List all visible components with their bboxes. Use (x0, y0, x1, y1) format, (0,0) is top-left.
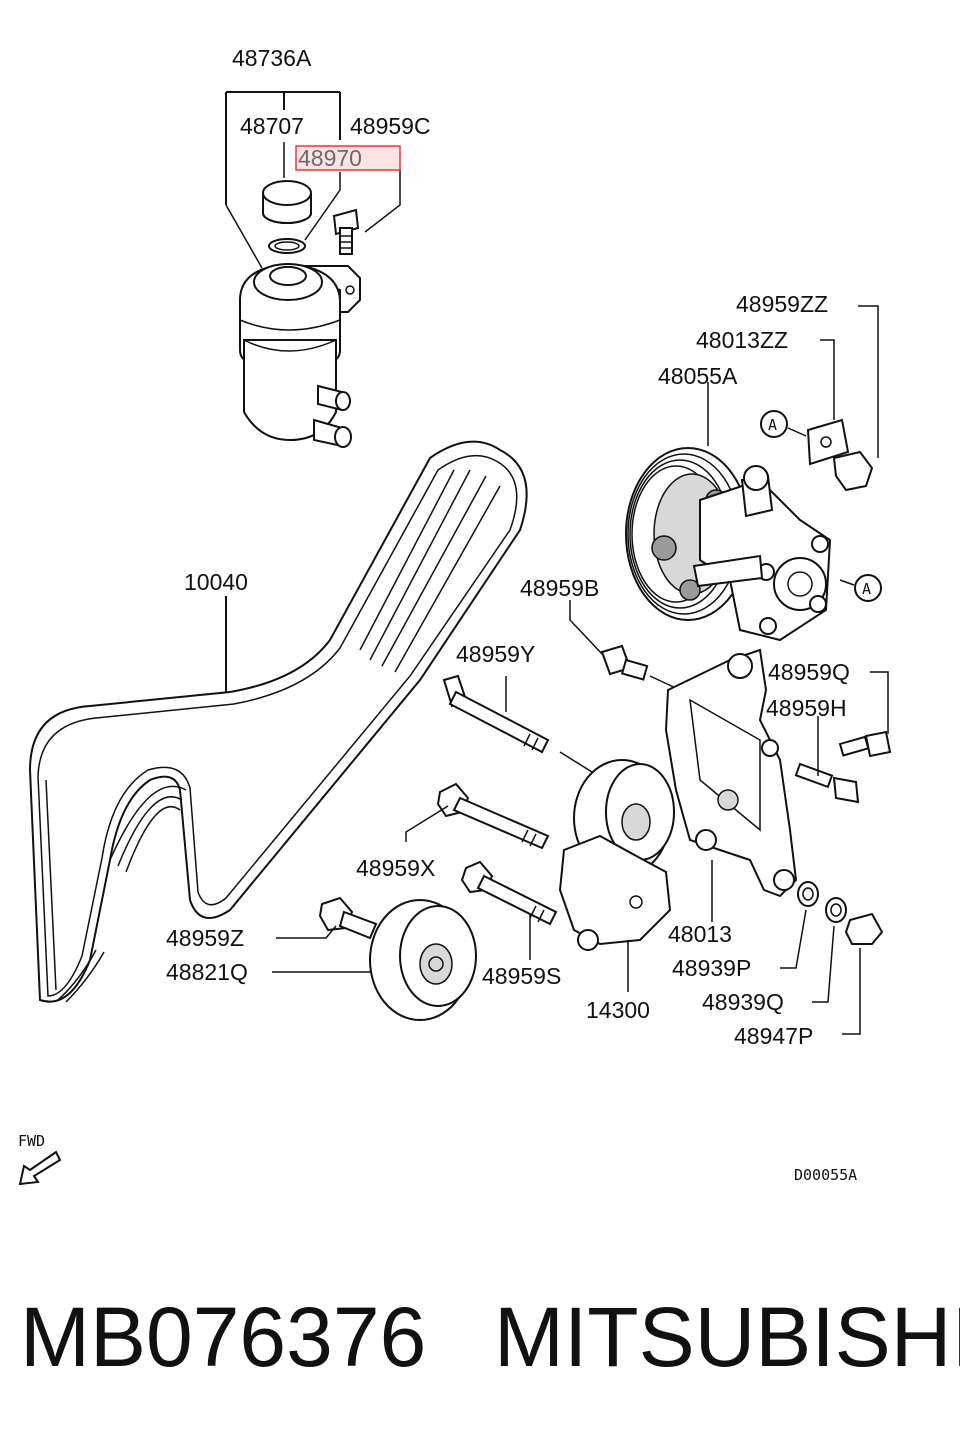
label-48959b: 48959B (520, 575, 599, 601)
highlight-box (295, 145, 401, 171)
label-48939q: 48939Q (702, 989, 784, 1015)
fwd-indicator: FWD (18, 1132, 62, 1186)
svg-text:A: A (862, 580, 871, 598)
drawing-code: D00055A (794, 1166, 857, 1184)
bolt-48959c (332, 208, 360, 255)
reservoir-cap (262, 180, 312, 224)
label-48959x: 48959X (356, 855, 435, 881)
label-48013: 48013 (668, 921, 732, 947)
reservoir-body (239, 262, 361, 448)
label-48959zz: 48959ZZ (736, 291, 828, 317)
highlight-48970: 48970 (295, 145, 401, 171)
label-48707: 48707 (240, 113, 304, 139)
ref-marker-a-side: A (839, 574, 882, 602)
label-48959h: 48959H (766, 695, 847, 721)
label-48959z: 48959Z (166, 925, 244, 951)
fwd-arrow-icon (18, 1150, 62, 1186)
svg-text:A: A (768, 416, 777, 434)
label-48959q: 48959Q (768, 659, 850, 685)
label-48055a: 48055A (658, 363, 738, 389)
label-14300: 14300 (586, 997, 650, 1023)
label-48970: 48970 (298, 145, 362, 171)
bracket-group: 48959B 48013 48959Q 48959H 48939P 48939Q (520, 575, 892, 1049)
label-48013zz: 48013ZZ (696, 327, 788, 353)
part-number: MB076376 (20, 1290, 426, 1384)
drive-belt: 10040 (28, 440, 528, 1003)
label-48821q: 48821Q (166, 959, 248, 985)
label-10040: 10040 (184, 569, 248, 595)
label-48959s: 48959S (482, 963, 561, 989)
brand-name: MITSUBISHI (494, 1290, 960, 1384)
label-48939p: 48939P (672, 955, 751, 981)
label-48947p: 48947P (734, 1023, 813, 1049)
o-ring (268, 238, 306, 254)
label-48959y: 48959Y (456, 641, 535, 667)
reservoir-group: 48736A 48707 48959C 48970 (225, 45, 431, 448)
fwd-label: FWD (18, 1132, 45, 1150)
ref-marker-a-top: A (760, 410, 807, 438)
label-48736a: 48736A (232, 45, 312, 71)
label-48959c: 48959C (350, 113, 431, 139)
power-steering-pump: 48055A 48013ZZ 48959ZZ A A (625, 291, 882, 642)
tensioner-group: 48959Y 14300 48959X 48959S 48959Z 4 (166, 641, 675, 1023)
